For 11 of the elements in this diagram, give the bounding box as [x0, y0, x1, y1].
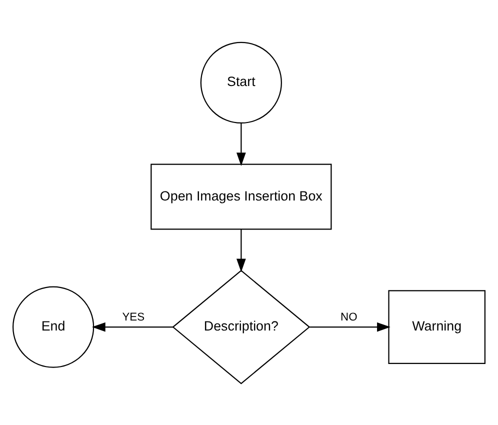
- arrow: [236, 228, 246, 272]
- node-circle: Start: [200, 41, 282, 124]
- arrow: [92, 322, 174, 332]
- arrow: [236, 122, 246, 166]
- node-box: Open Images Insertion Box: [150, 163, 332, 230]
- node-diamond: Description?: [172, 269, 310, 384]
- edge-label: YES: [122, 310, 145, 323]
- edge-label: NO: [340, 310, 358, 323]
- arrow: [310, 322, 390, 332]
- node-box: Warning: [388, 290, 486, 364]
- node-circle: End: [12, 286, 94, 368]
